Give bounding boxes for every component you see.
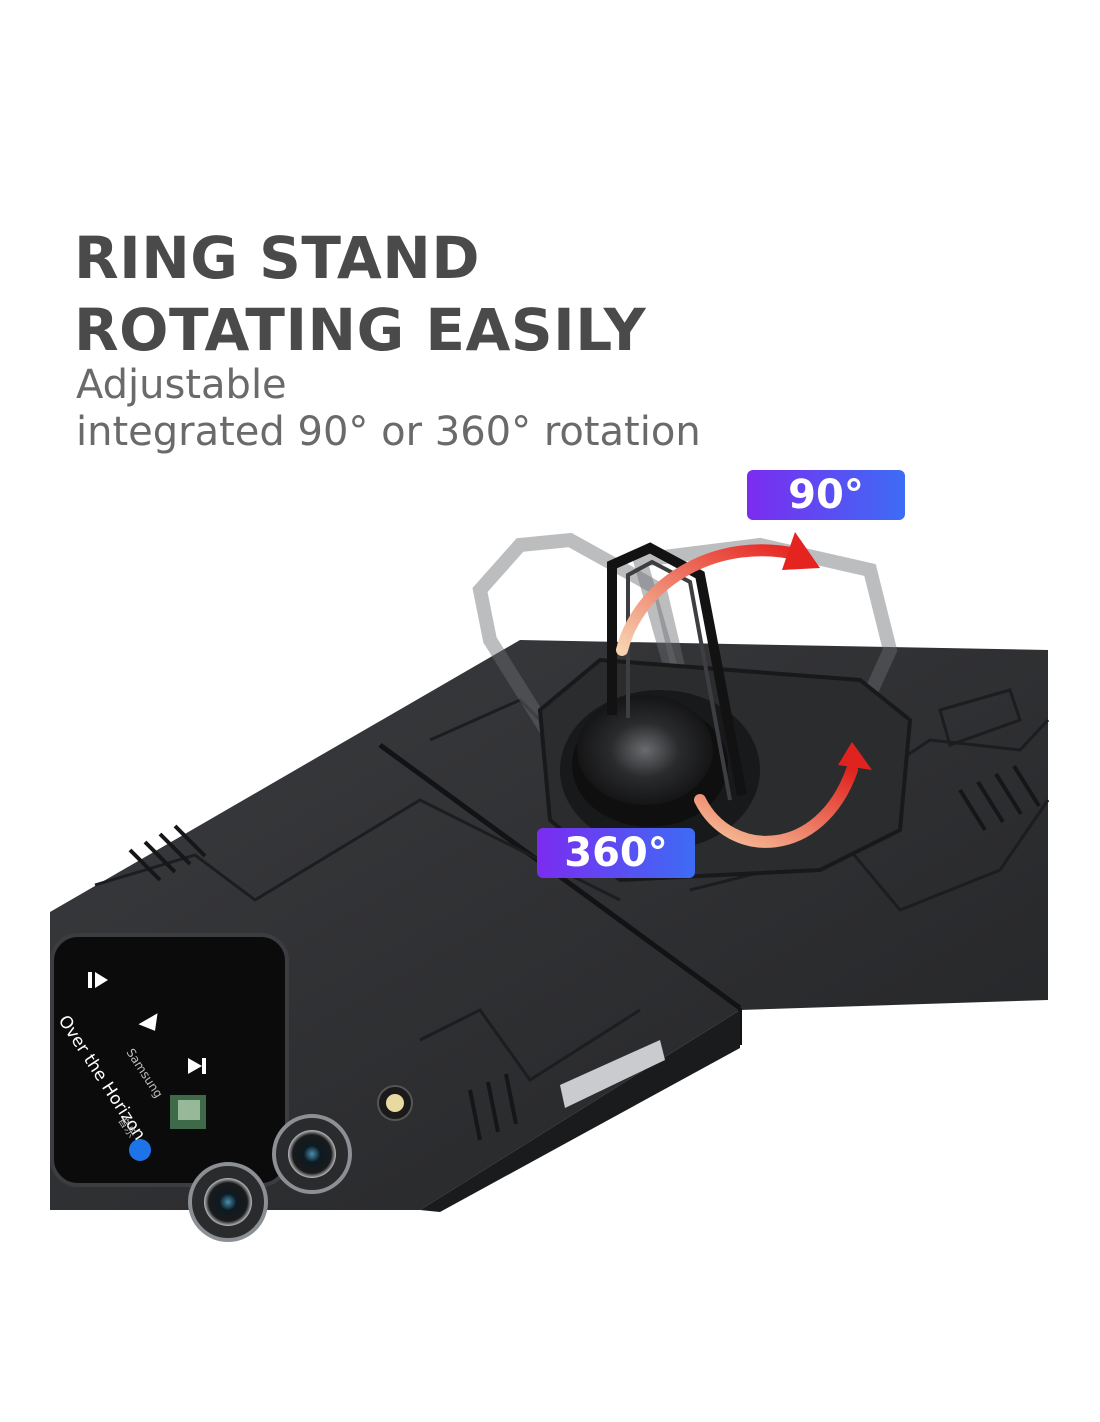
rotate-360-label: 360° xyxy=(564,830,668,876)
camera-lenses xyxy=(188,1085,413,1242)
rotate-90-arrowhead xyxy=(782,532,820,570)
app-icon xyxy=(129,1139,151,1161)
rotate-360-arrow xyxy=(694,764,858,848)
ring-disc xyxy=(577,695,713,805)
subtitle-line-1: Adjustable xyxy=(76,362,287,408)
rotate-360-badge-bg xyxy=(537,828,695,878)
rotate-90-badge-bg xyxy=(747,470,905,520)
previous-track-icon xyxy=(95,972,108,988)
subtitle: Adjustable integrated 90° or 360° rotati… xyxy=(76,362,701,456)
rotate-360-arrowhead xyxy=(838,742,872,770)
rotate-90-badge: 90° xyxy=(747,470,905,520)
rotate-90-arrow xyxy=(616,544,806,656)
next-track-icon xyxy=(188,1058,202,1074)
subtitle-line-2: integrated 90° or 360° rotation xyxy=(76,409,701,455)
headline: RING STAND ROTATING EASILY xyxy=(74,222,646,366)
rotate-360-badge: 360° xyxy=(537,828,695,878)
headline-line-1: RING STAND xyxy=(74,224,480,292)
headline-line-2: ROTATING EASILY xyxy=(74,296,647,364)
cover-screen xyxy=(50,933,289,1187)
play-icon xyxy=(138,1013,158,1031)
rotate-90-label: 90° xyxy=(788,472,864,518)
